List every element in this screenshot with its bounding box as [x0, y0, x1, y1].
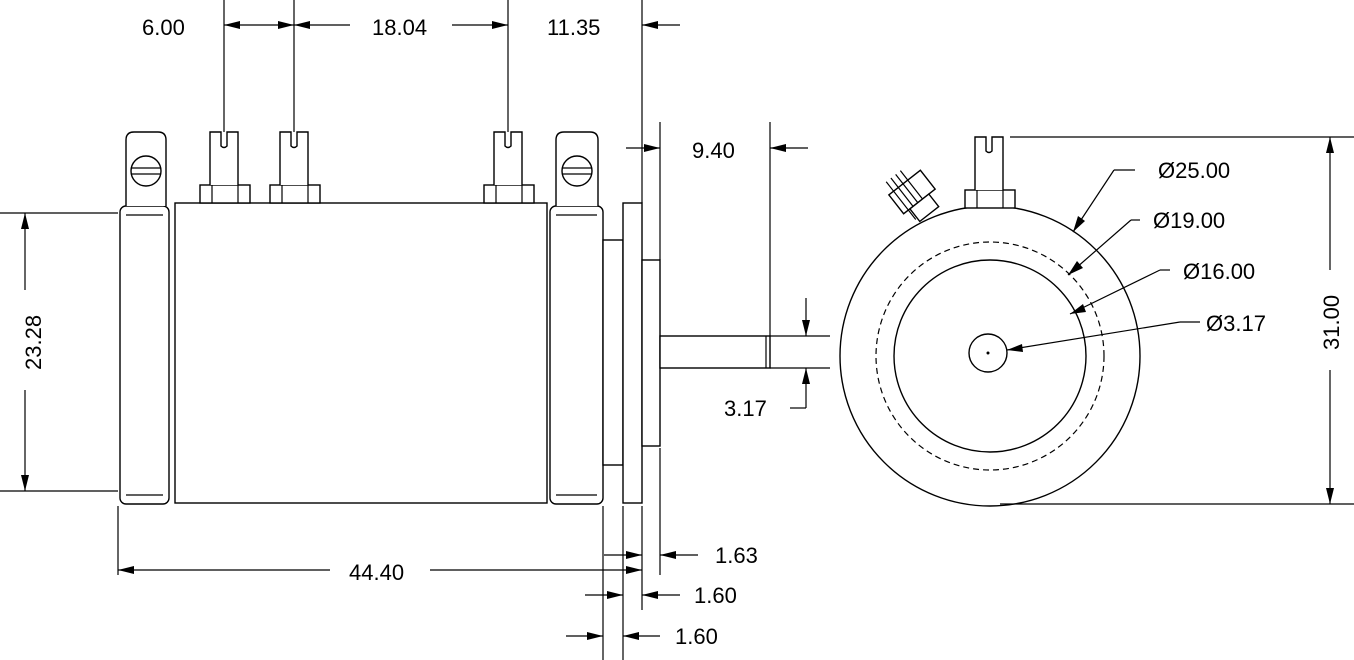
dim-dia-25-00: Ø25.00: [1158, 158, 1230, 183]
terminal-1: [199, 131, 251, 204]
left-clamp-screw: [130, 155, 162, 187]
side-dimensions: [0, 0, 830, 660]
dim-31-00: 31.00: [1319, 295, 1344, 350]
dim-1-63: 1.63: [715, 543, 758, 568]
dim-9-40: 9.40: [692, 138, 735, 163]
mounting-flange: [622, 202, 643, 504]
bushing: [641, 259, 661, 447]
end-view-terminal: [964, 136, 1016, 209]
shaft: [659, 335, 771, 369]
dimension-labels: 6.00 18.04 11.35 9.40 3.17 44.40 1.63 1.…: [21, 15, 1344, 649]
end-view: [839, 136, 1141, 507]
dim-23-28: 23.28: [21, 315, 46, 370]
bushing-ring: [602, 239, 624, 466]
dim-dia-16-00: Ø16.00: [1183, 259, 1255, 284]
terminal-3: [483, 131, 535, 204]
end-dimensions: [1000, 136, 1354, 505]
dim-11-35: 11.35: [547, 15, 600, 40]
dim-3-17-shaft: 3.17: [724, 396, 767, 421]
terminal-2: [269, 131, 321, 204]
left-end-cap: [119, 205, 170, 505]
dim-18-04: 18.04: [372, 15, 427, 40]
right-clamp-screw: [561, 155, 593, 187]
dim-44-40: 44.40: [349, 560, 404, 585]
dim-1-60-b: 1.60: [675, 624, 718, 649]
right-end-cap: [549, 205, 604, 505]
end-view-angled-terminal: [885, 169, 940, 223]
dim-6-00: 6.00: [142, 15, 185, 40]
dashed-circle: [875, 241, 1105, 471]
main-body: [174, 202, 548, 504]
dim-1-60-a: 1.60: [694, 583, 737, 608]
side-view: [119, 131, 771, 505]
dim-dia-19-00: Ø19.00: [1153, 208, 1225, 233]
dim-dia-3-17: Ø3.17: [1206, 311, 1266, 336]
